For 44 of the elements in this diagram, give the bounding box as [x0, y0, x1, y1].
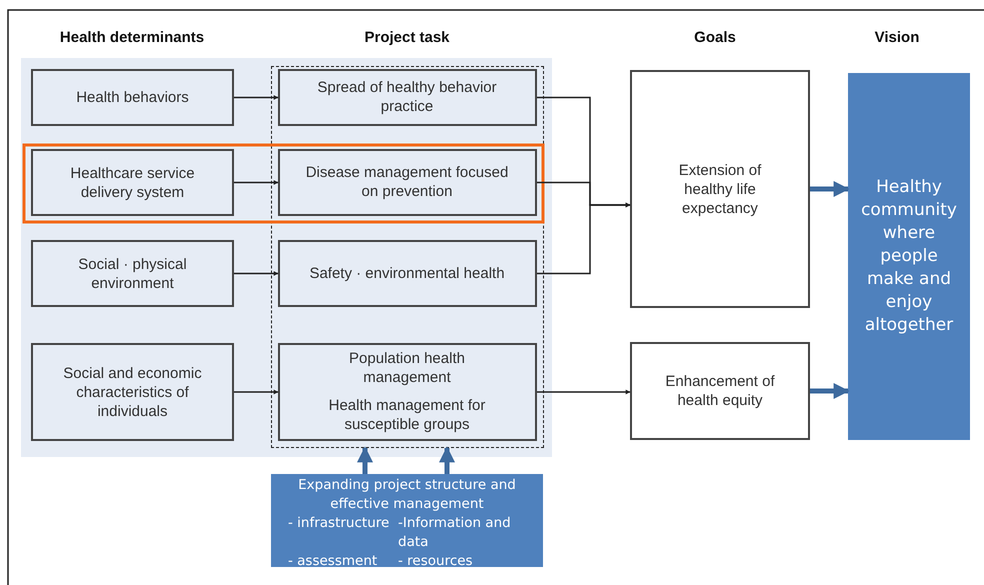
support-item: - assessment — [287, 552, 378, 571]
box-text: Health behaviors — [75, 88, 190, 107]
arrow — [234, 180, 278, 185]
box-text: Health management for susceptible groups — [328, 396, 486, 434]
determinant-box — [31, 149, 234, 216]
goal-box — [630, 342, 810, 440]
arrow — [234, 390, 278, 394]
support-box — [271, 474, 543, 567]
arrow — [810, 383, 850, 399]
arrow — [810, 181, 850, 197]
support-item: -Information and data — [397, 514, 512, 552]
determinant-box — [31, 69, 234, 126]
box-text: Safety · environmental health — [308, 264, 506, 282]
support-item: - resources — [397, 552, 474, 571]
arrow — [537, 390, 630, 394]
arrow — [537, 202, 630, 274]
vision-box — [848, 73, 970, 440]
column-header: Project task — [364, 29, 450, 46]
column-header: Vision — [874, 29, 920, 46]
box-text: Disease management focused on prevention — [304, 163, 510, 201]
box-text: Population health management — [348, 349, 466, 387]
goal-box — [630, 70, 810, 308]
task-box — [278, 68, 536, 126]
determinant-box — [31, 240, 234, 307]
arrow — [234, 271, 278, 276]
task-box — [278, 240, 536, 306]
up-arrow — [357, 446, 373, 474]
support-item: - infrastructure — [287, 514, 390, 533]
box-text: Social and economic characteristics of individuals — [62, 364, 203, 420]
column-header: Goals — [694, 29, 736, 46]
task-box — [278, 148, 536, 216]
up-arrow — [439, 446, 455, 474]
vision-text: Healthy community where people make and enjoy altogether — [860, 176, 958, 337]
box-text: Social · physical environment — [77, 254, 188, 292]
task-box — [278, 342, 536, 440]
support-title: Expanding project structure and effective management — [297, 476, 517, 514]
dashed-group-frame — [271, 66, 544, 448]
arrow — [234, 95, 278, 100]
determinant-box — [31, 343, 234, 441]
box-text: Extension of healthy life expectancy — [678, 160, 762, 218]
column-header: Health determinants — [60, 29, 204, 46]
box-text: Healthcare service delivery system — [69, 164, 196, 202]
box-text: Spread of healthy behavior practice — [316, 78, 498, 116]
box-text: Enhancement of health equity — [664, 372, 776, 410]
